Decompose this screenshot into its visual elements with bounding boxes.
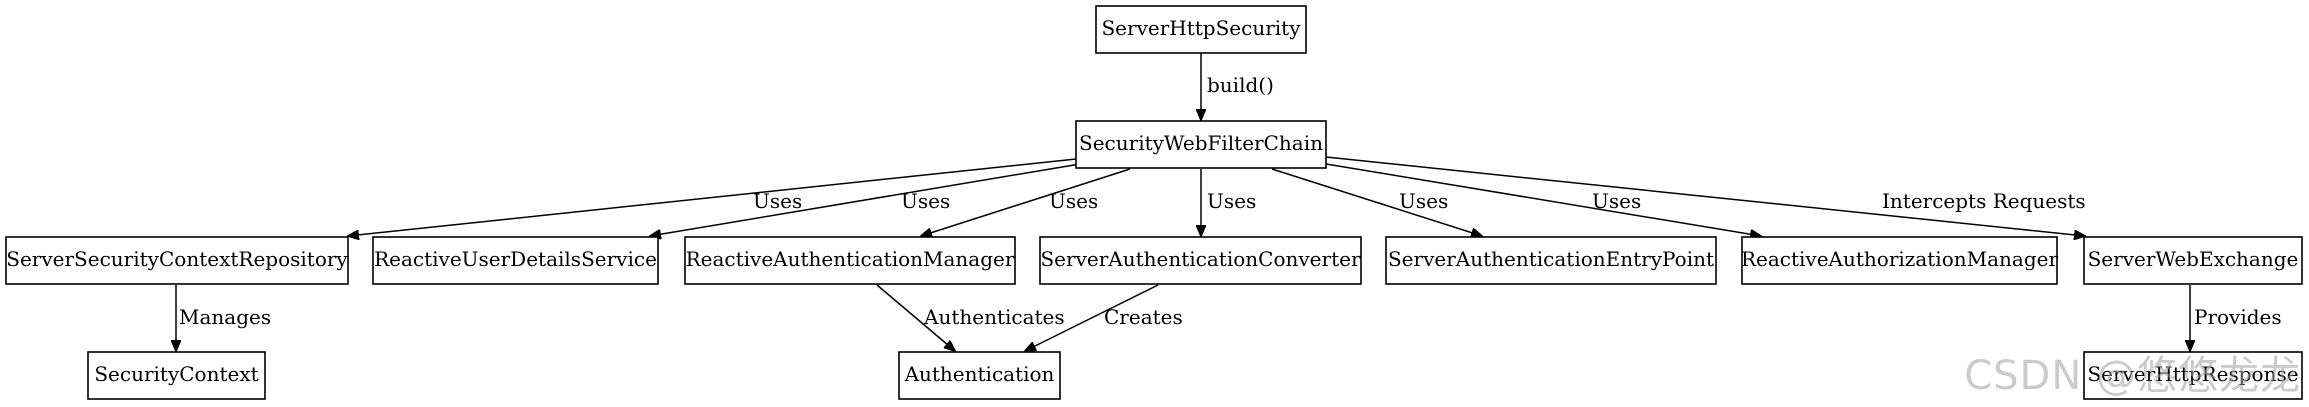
edge-label-uses-2: Uses — [901, 189, 950, 213]
node-server-http-security: ServerHttpSecurity — [1095, 5, 1307, 54]
edge-uses-authorization-manager — [1325, 163, 1761, 236]
edge-label-authenticates: Authenticates — [923, 305, 1065, 329]
node-reactive-authentication-manager: ReactiveAuthenticationManager — [684, 236, 1016, 285]
edge-label-intercepts: Intercepts Requests — [1882, 189, 2086, 213]
edge-label-manages: Manages — [179, 305, 271, 329]
node-server-authentication-converter: ServerAuthenticationConverter — [1039, 236, 1362, 285]
nodes: ServerHttpSecurity SecurityWebFilterChai… — [5, 5, 2303, 400]
edge-label-uses-6: Uses — [1592, 189, 1641, 213]
node-security-context: SecurityContext — [87, 351, 266, 400]
node-label: SecurityContext — [94, 362, 258, 386]
node-label: SecurityWebFilterChain — [1079, 131, 1323, 155]
edge-label-creates: Creates — [1104, 305, 1183, 329]
node-label: ReactiveUserDetailsService — [374, 247, 657, 271]
node-label: ReactiveAuthenticationManager — [686, 247, 1015, 271]
edges — [176, 53, 2190, 351]
node-reactive-authorization-manager: ReactiveAuthorizationManager — [1741, 236, 2058, 285]
edge-uses-auth-manager — [921, 168, 1131, 236]
node-server-web-exchange: ServerWebExchange — [2083, 236, 2303, 285]
edge-label-provides: Provides — [2194, 305, 2282, 329]
node-label: ServerAuthenticationEntryPoint — [1388, 247, 1714, 271]
edge-intercepts — [1325, 156, 2085, 236]
node-server-security-context-repository: ServerSecurityContextRepository — [5, 236, 349, 285]
edge-label-uses-3: Uses — [1049, 189, 1098, 213]
edge-label-uses-4: Uses — [1207, 189, 1256, 213]
edge-uses-context-repo — [348, 158, 1077, 236]
node-security-web-filter-chain: SecurityWebFilterChain — [1075, 120, 1327, 169]
node-label: Authentication — [904, 362, 1055, 386]
edge-label-uses-1: Uses — [753, 189, 802, 213]
edge-label-build: build() — [1207, 73, 1274, 97]
edge-creates — [1025, 284, 1159, 351]
node-label: ServerAuthenticationConverter — [1040, 247, 1360, 271]
edge-label-uses-5: Uses — [1399, 189, 1448, 213]
node-label: ServerWebExchange — [2088, 247, 2299, 271]
node-server-http-response: ServerHttpResponse — [2083, 351, 2303, 400]
edge-labels: build() Uses Uses Uses Uses Uses Uses In… — [179, 73, 2282, 329]
node-authentication: Authentication — [898, 351, 1061, 400]
node-label: ServerHttpResponse — [2087, 362, 2298, 386]
node-label: ServerHttpSecurity — [1101, 16, 1301, 40]
edge-uses-user-details — [650, 163, 1081, 236]
edge-authenticates — [876, 284, 955, 351]
node-label: ServerSecurityContextRepository — [6, 247, 348, 271]
node-reactive-user-details-service: ReactiveUserDetailsService — [372, 236, 659, 285]
edge-uses-entry-point — [1271, 168, 1482, 236]
node-label: ReactiveAuthorizationManager — [1741, 247, 2058, 271]
node-server-authentication-entry-point: ServerAuthenticationEntryPoint — [1385, 236, 1717, 285]
